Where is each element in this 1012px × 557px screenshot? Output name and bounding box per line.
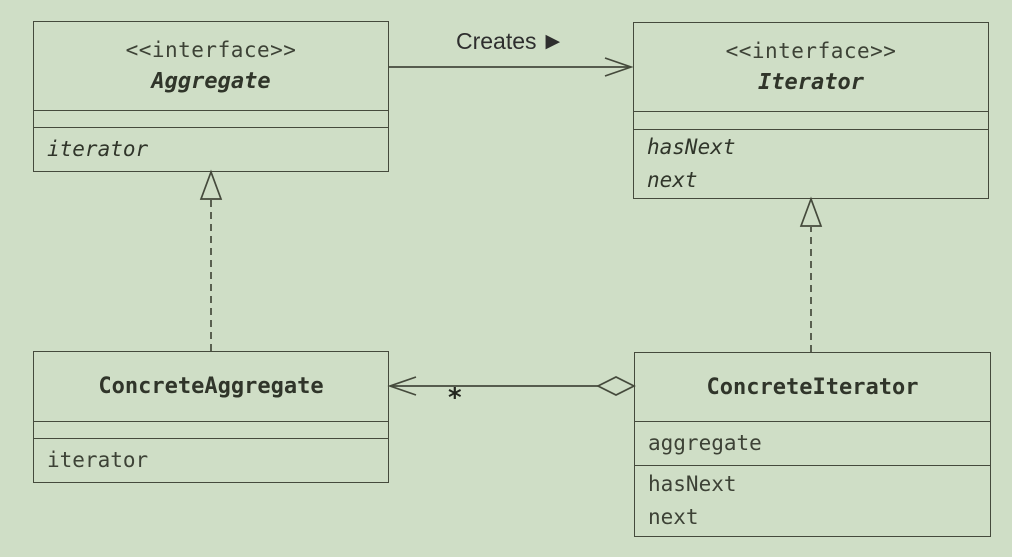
class-name: ConcreteAggregate [98,374,324,399]
attributes-compartment-empty [34,110,388,127]
attributes-compartment-empty [34,421,388,438]
class-box-concrete-aggregate: ConcreteAggregate iterator [33,351,389,483]
methods-compartment: hasNext next [635,465,990,536]
open-arrowhead-right-icon [604,57,634,77]
realization-right-line [799,196,823,352]
class-box-concrete-iterator: ConcreteIterator aggregate hasNext next [634,352,991,537]
hollow-triangle-up-icon [199,169,223,200]
class-header: <<interface>> Iterator [634,23,988,111]
creates-edge-label: Creates ▶ [456,28,560,55]
methods-compartment: iterator [34,438,388,482]
creates-association-line [389,57,634,77]
realization-left-line [199,169,223,351]
open-arrowhead-left-icon [387,376,417,396]
class-header: ConcreteIterator [635,353,990,421]
method-label: hasNext [647,135,736,159]
multiplicity-label: * [447,383,463,413]
method-label: iterator [47,137,149,161]
creates-label-text: Creates [456,28,537,54]
class-box-iterator: <<interface>> Iterator hasNext next [633,22,989,199]
class-name: Aggregate [151,69,271,94]
stereotype-label: <<interface>> [125,38,297,62]
attribute-label: aggregate [648,431,762,455]
hollow-triangle-up-icon [799,196,823,227]
stereotype-label: <<interface>> [725,39,897,63]
aggregation-line [387,376,636,396]
method-label: iterator [47,448,149,472]
hollow-diamond-icon [596,376,636,396]
methods-compartment: hasNext next [634,129,988,198]
class-header: <<interface>> Aggregate [34,22,388,110]
attributes-compartment-empty [634,111,988,129]
method-label: hasNext [648,472,737,496]
methods-compartment: iterator [34,127,388,171]
class-name: ConcreteIterator [706,374,919,400]
class-header: ConcreteAggregate [34,352,388,421]
class-box-aggregate: <<interface>> Aggregate iterator [33,21,389,172]
class-name: Iterator [758,70,864,95]
attributes-compartment: aggregate [635,421,990,465]
direction-triangle-icon: ▶ [545,31,561,52]
method-label: next [647,168,698,192]
method-label: next [648,505,699,529]
